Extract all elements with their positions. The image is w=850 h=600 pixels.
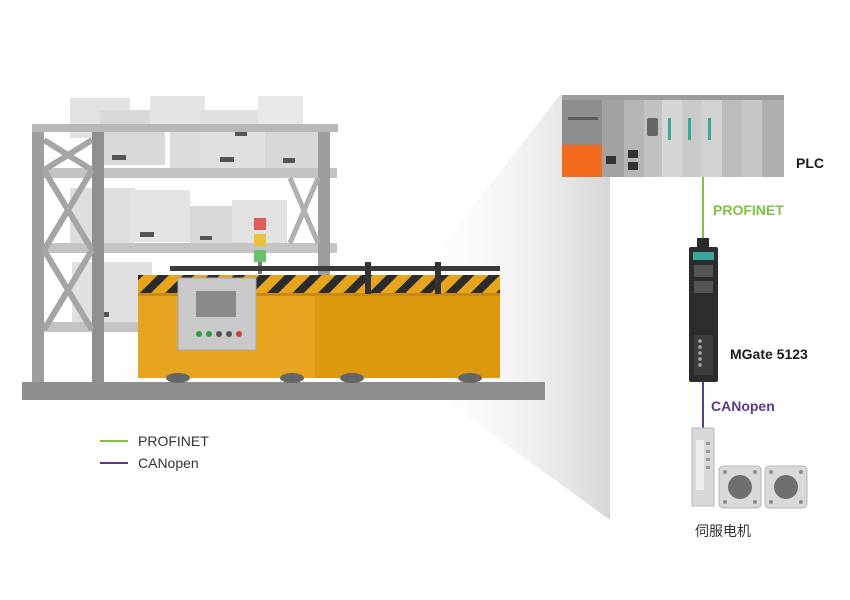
canopen-label: CANopen bbox=[711, 398, 775, 414]
servo-motor-group bbox=[691, 427, 808, 509]
profinet-label: PROFINET bbox=[713, 202, 784, 218]
servo-label: 伺服电机 bbox=[695, 523, 751, 539]
agv-vehicle bbox=[138, 218, 500, 383]
zoom-beam bbox=[400, 95, 610, 520]
legend-item-profinet: PROFINET bbox=[100, 430, 209, 452]
floor bbox=[22, 382, 545, 400]
plc-device bbox=[562, 95, 784, 177]
legend-swatch bbox=[100, 440, 128, 442]
legend-swatch bbox=[100, 462, 128, 464]
warehouse-rack bbox=[32, 96, 338, 384]
legend-label: CANopen bbox=[138, 455, 199, 471]
profinet-connector bbox=[697, 238, 709, 248]
legend: PROFINET CANopen bbox=[100, 430, 209, 474]
plc-label: PLC bbox=[796, 155, 824, 171]
mgate-5123-device bbox=[689, 247, 718, 382]
legend-item-canopen: CANopen bbox=[100, 452, 209, 474]
mgate-label: MGate 5123 bbox=[730, 346, 808, 362]
legend-label: PROFINET bbox=[138, 433, 209, 449]
